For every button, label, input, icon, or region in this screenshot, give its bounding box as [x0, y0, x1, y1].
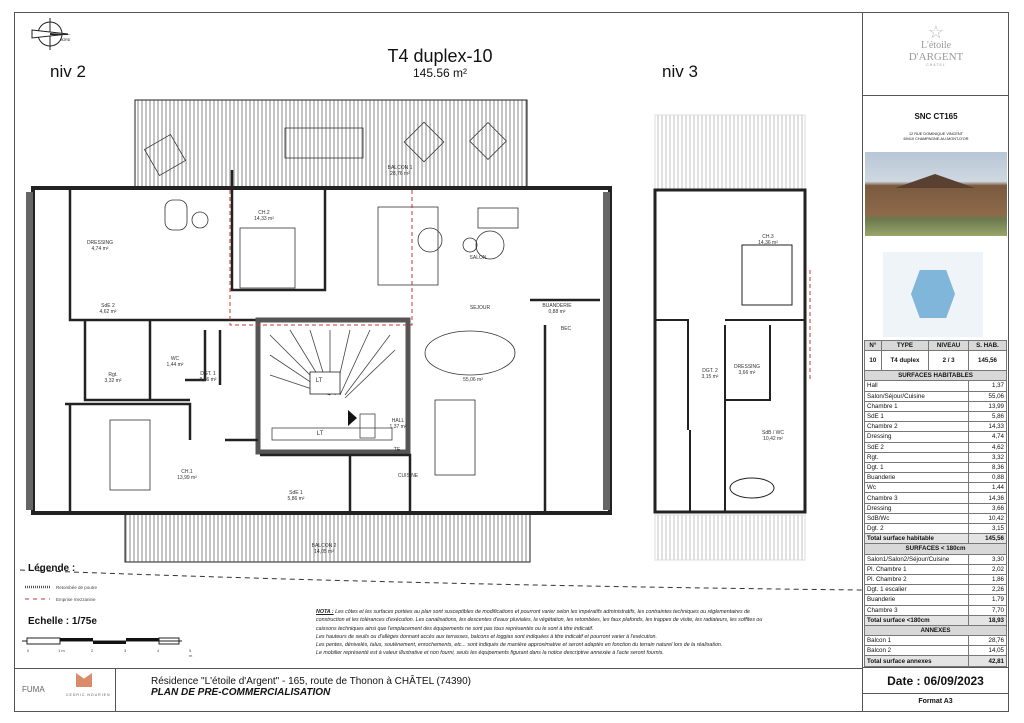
niv3-outer-wall — [653, 188, 807, 514]
stair-lt-label: LT — [316, 431, 324, 437]
sheet-frame — [14, 12, 1009, 712]
nourien-logo: CEDRIC NOURIEN — [66, 693, 111, 697]
footer: FUMA CEDRIC NOURIEN Résidence "L'étoile … — [14, 668, 862, 712]
room-label: 55,06 m² — [463, 377, 483, 383]
scale-label: Echelle : 1/75e — [28, 616, 97, 627]
plan-area: 145.56 m² — [412, 66, 468, 80]
table-row: SURFACES HABITABLES — [864, 370, 1007, 382]
table-row: ANNEXES — [864, 624, 1007, 637]
room-label: SALON — [469, 255, 487, 261]
room-label: Rgt.3,32 m² — [104, 372, 122, 384]
title-block: ☆ L'étoile D'ARGENT CHATEL SNC CT165 12 … — [862, 12, 1009, 712]
plan-date: Date : 06/09/2023 — [863, 667, 1008, 694]
room-label: CUISINE — [397, 473, 419, 479]
etoile-logo: ☆ L'étoile D'ARGENT CHATEL — [863, 12, 1009, 96]
compass-icon — [31, 18, 72, 50]
room-label: SEJOUR — [469, 305, 491, 311]
niv2-outer-wall — [31, 186, 612, 515]
star-icon: ☆ — [927, 22, 945, 42]
sink-label: BEC — [560, 326, 572, 332]
balcony-1 — [134, 99, 528, 189]
disclaimer-notes: NOTA : Les côtes et les surfaces portées… — [316, 609, 763, 657]
te-label: TE — [393, 447, 401, 453]
plan-type: PLAN DE PRE-COMMERCIALISATION — [151, 687, 331, 698]
floor-plan-drawing — [19, 99, 862, 600]
table-row: SURFACES < 180cm — [864, 543, 1007, 555]
legend-item: Emprise mezzanine — [56, 597, 96, 602]
scale-bar — [22, 637, 182, 645]
stair-lt-label: LT — [315, 378, 323, 384]
level-label-niv2: niv 2 — [50, 62, 86, 81]
table-row: Rgt.3,32 — [864, 451, 1007, 463]
building-photo — [865, 152, 1007, 236]
compass-label: NORD — [60, 38, 71, 42]
fuma-logo: FUMA — [22, 685, 45, 694]
balcony-2 — [124, 513, 531, 563]
partner-logos: FUMA CEDRIC NOURIEN — [14, 669, 116, 711]
paper-format: Format A3 — [918, 698, 953, 705]
location-plan — [883, 252, 983, 337]
nourien-logo-icon — [76, 673, 92, 687]
residence-address: Résidence "L'étoile d'Argent" - 165, rou… — [151, 676, 471, 687]
company-name: SNC CT165 — [914, 112, 958, 121]
legend-title: Légende : — [28, 563, 76, 574]
legend-item: Retombée de poutre — [56, 585, 98, 590]
plan-title: T4 duplex-10 — [387, 46, 493, 66]
level-label-niv3: niv 3 — [662, 62, 698, 81]
